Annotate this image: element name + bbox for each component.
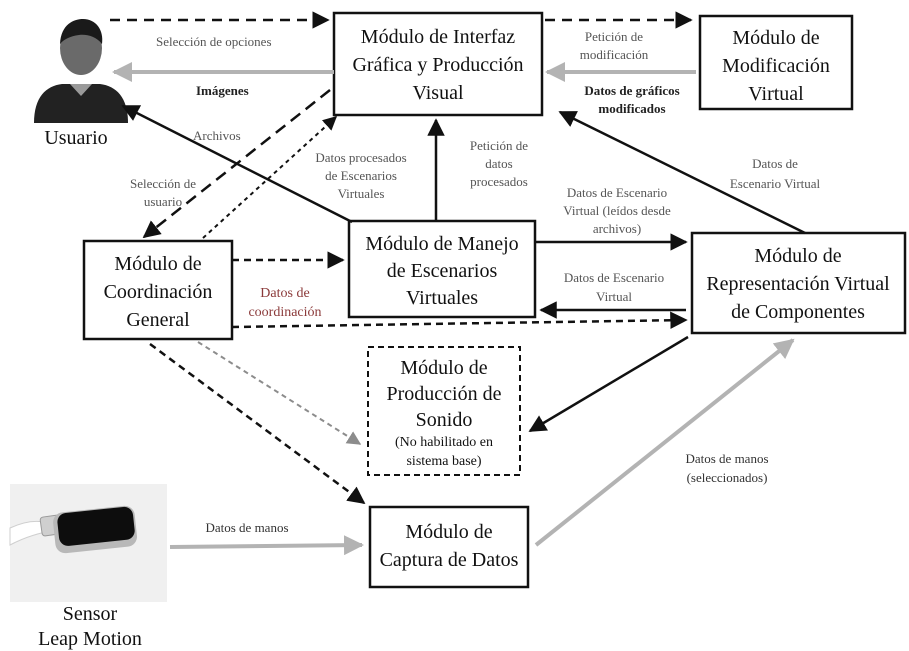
label-escenario-leidos-2: Virtual (leídos desde [563,203,671,218]
label-datos-procesados-1: Datos procesados [315,150,406,165]
label-datos-graficos-2: modificados [598,101,665,116]
arrow-coordinacion-to-sonido [197,341,362,445]
label-peticion-datos-1: Petición de [470,138,528,153]
label-escenario-back-2: Virtual [596,289,632,304]
leap-motion-sensor-image [9,484,167,602]
module-interfaz-line2: Gráfica y Producción [352,54,523,76]
module-interfaz: Módulo de Interfaz Gráfica y Producción … [332,11,544,117]
label-datos-coordinacion-1: Datos de [260,286,309,301]
module-manejo-line3: Virtuales [406,287,478,309]
user-avatar-icon [34,19,128,123]
arrow-representacion-to-interfaz [558,110,806,235]
module-representacion-line3: de Componentes [731,301,865,323]
label-seleccion-usuario-1: Selección de [130,176,196,191]
module-coordinacion: Módulo de Coordinación General [82,239,234,341]
label-peticion-modificacion-1: Petición de [585,29,643,44]
sensor-label-line2: Leap Motion [38,628,142,650]
module-interfaz-line3: Visual [412,82,463,104]
arrow-coordinacion-to-representacion [231,311,688,329]
arrow-interfaz-to-coordinacion [142,89,331,239]
label-imagenes: Imágenes [196,83,249,98]
module-representacion: Módulo de Representación Virtual de Comp… [690,231,907,335]
module-manejo: Módulo de Manejo de Escenarios Virtuales [347,219,537,319]
module-modificacion-line1: Módulo de [732,27,819,49]
label-datos-procesados-3: Virtuales [338,186,385,201]
module-coordinacion-line2: Coordinación [104,281,213,303]
module-captura-line1: Módulo de [405,521,492,543]
module-coordinacion-line1: Módulo de [114,253,201,275]
label-peticion-datos-2: datos [485,156,512,171]
module-interfaz-line1: Módulo de Interfaz [361,26,516,48]
label-manos-seleccionados-1: Datos de manos [685,451,768,466]
arrow-coordinacion-to-captura [149,342,366,505]
label-escenario-leidos-3: archivos) [593,221,641,236]
label-escenario-leidos-1: Datos de Escenario [567,185,667,200]
usuario-label: Usuario [44,127,107,149]
module-representacion-line2: Representación Virtual [706,273,890,295]
module-modificacion-line3: Virtual [748,83,804,105]
label-archivos: Archivos [193,128,241,143]
label-peticion-datos-3: procesados [470,174,528,189]
module-representacion-line1: Módulo de [754,245,841,267]
module-sonido-note1: (No habilitado en [395,435,493,450]
label-escenario-virtual-top-1: Datos de [752,156,798,171]
module-sonido-line2: Producción de [387,383,502,405]
arrow-representacion-to-sonido [528,335,689,433]
label-datos-manos: Datos de manos [205,520,288,535]
arrow-coordinacion-to-interfaz [202,116,338,239]
label-seleccion-usuario-2: usuario [144,194,182,209]
module-manejo-line2: de Escenarios [387,260,498,282]
label-escenario-back-1: Datos de Escenario [564,270,664,285]
arrow-captura-to-representacion [534,338,795,547]
sensor-label-line1: Sensor [63,603,118,625]
label-peticion-modificacion-2: modificación [580,47,649,62]
module-sonido-note2: sistema base) [406,454,481,469]
module-sonido: Módulo de Producción de Sonido (No habil… [367,346,521,476]
module-sonido-line1: Módulo de [400,357,487,379]
label-manos-seleccionados-2: (seleccionados) [687,470,768,485]
module-captura: Módulo de Captura de Datos [368,505,530,589]
label-datos-graficos-1: Datos de gráficos [584,83,679,98]
label-escenario-virtual-top-2: Escenario Virtual [730,176,821,191]
module-sonido-line3: Sonido [416,409,473,431]
label-datos-procesados-2: de Escenarios [325,168,397,183]
module-coordinacion-line3: General [126,309,190,331]
module-modificacion-line2: Modificación [722,55,830,77]
label-seleccion-opciones: Selección de opciones [156,34,272,49]
label-datos-coordinacion-2: coordinación [248,305,321,320]
module-captura-line2: Captura de Datos [380,549,519,571]
module-modificacion: Módulo de Modificación Virtual [698,14,854,111]
module-manejo-line1: Módulo de Manejo [365,233,518,255]
arrow-sensor-to-captura [169,535,364,556]
